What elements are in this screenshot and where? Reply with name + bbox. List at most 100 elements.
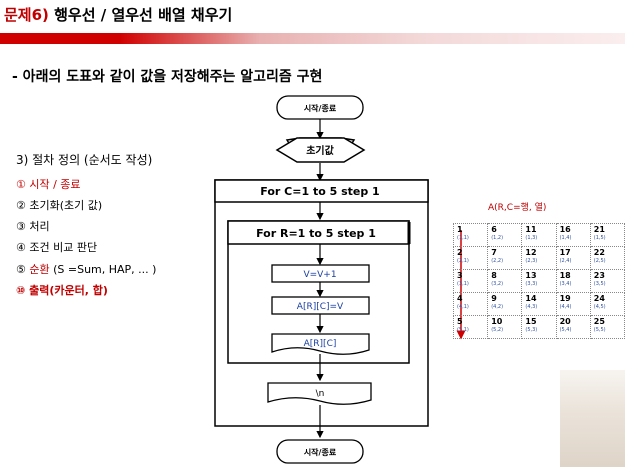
matrix-cell-value: 16 — [559, 225, 571, 234]
matrix-cell: 21(1,5) — [589, 223, 625, 247]
matrix-cell: 22(2,5) — [589, 246, 625, 270]
step-loop-prefix: ⑤ — [16, 263, 30, 276]
matrix-cell: 18(3,4) — [555, 269, 591, 293]
matrix-cell-index: (1,4) — [559, 235, 572, 241]
matrix-cell-index: (1,1) — [457, 235, 469, 241]
matrix-cell: 12(2,3) — [521, 246, 557, 270]
matrix-table: 1(1,1)6(1,2)11(1,3)16(1,4)21(1,5)2(2,1)7… — [452, 223, 625, 339]
matrix-cell-index: (1,3) — [525, 235, 538, 241]
matrix-cell: 13(3,3) — [521, 269, 557, 293]
matrix-cell-value: 12 — [525, 248, 537, 257]
newline-document — [267, 382, 372, 405]
matrix-cell-value: 6 — [491, 225, 497, 234]
matrix-row: 1(1,1)6(1,2)11(1,3)16(1,4)21(1,5) — [452, 223, 625, 247]
newline-label: \n — [316, 389, 325, 399]
matrix-cell: 16(1,4) — [555, 223, 591, 247]
matrix-cell: 7(2,2) — [487, 246, 523, 270]
matrix-cell-value: 25 — [593, 317, 605, 326]
matrix-cell: 6(1,2) — [487, 223, 523, 247]
matrix-cell-index: (5,3) — [525, 327, 538, 333]
output-document — [271, 333, 370, 355]
matrix-cell-value: 14 — [525, 294, 537, 303]
assign-label: A[R][C]=V — [297, 302, 344, 312]
matrix-cell-value: 18 — [559, 271, 571, 280]
step-start-end: ① 시작 / 종료 — [16, 178, 81, 191]
matrix-cell: 24(4,5) — [589, 292, 625, 316]
matrix-cell-index: (5,4) — [559, 327, 572, 333]
step-condition: ④ 조건 비교 판단 — [16, 241, 98, 254]
building-image — [560, 370, 625, 467]
matrix-row: 5(5,1)10(5,2)15(5,3)20(5,4)25(5,5) — [452, 315, 625, 339]
matrix-cell: 5(5,1) — [452, 315, 489, 339]
init-label: 초기값 — [306, 144, 334, 157]
matrix-cell: 10(5,2) — [487, 315, 523, 339]
matrix-cell: 20(5,4) — [555, 315, 591, 339]
matrix-cell-index: (2,1) — [457, 258, 469, 264]
matrix-cell: 1(1,1) — [452, 223, 489, 247]
slide-title: 문제6) 행우선 / 열우선 배열 채우기 — [4, 4, 232, 25]
matrix-cell-index: (5,2) — [491, 327, 504, 333]
subtitle: - 아래의 도표와 같이 값을 저장해주는 알고리즘 구현 — [12, 69, 323, 85]
matrix-cell-value: 3 — [457, 271, 463, 280]
matrix-cell-value: 23 — [593, 271, 605, 280]
matrix-cell-index: (3,2) — [491, 281, 504, 287]
end-label: 시작/종료 — [304, 447, 337, 457]
matrix-cell-index: (5,1) — [457, 327, 469, 333]
matrix-cell-index: (2,2) — [491, 258, 504, 264]
matrix-cell-index: (1,5) — [593, 235, 606, 241]
matrix-cell-index: (5,5) — [593, 327, 606, 333]
matrix-cell-value: 4 — [457, 294, 463, 303]
matrix-cell-value: 15 — [525, 317, 537, 326]
outer-loop-label: For C=1 to 5 step 1 — [260, 185, 379, 198]
matrix-cell: 9(4,2) — [487, 292, 523, 316]
matrix-cell-value: 2 — [457, 248, 463, 257]
matrix-cell: 11(1,3) — [521, 223, 557, 247]
matrix-cell: 3(3,1) — [452, 269, 489, 293]
title-text: 행우선 / 열우선 배열 채우기 — [48, 6, 233, 24]
matrix-cell: 14(4,3) — [521, 292, 557, 316]
init-shape — [275, 137, 366, 163]
matrix-cell-index: (4,5) — [593, 304, 606, 310]
matrix-cell: 19(4,4) — [555, 292, 591, 316]
matrix-cell-value: 13 — [525, 271, 537, 280]
matrix-cell-index: (3,5) — [593, 281, 606, 287]
output-label: A[R][C] — [304, 339, 337, 349]
matrix-cell: 15(5,3) — [521, 315, 557, 339]
matrix-cell-index: (2,3) — [525, 258, 538, 264]
matrix-cell-index: (3,4) — [559, 281, 572, 287]
matrix-cell: 8(3,2) — [487, 269, 523, 293]
matrix-row: 3(3,1)8(3,2)13(3,3)18(3,4)23(3,5) — [452, 269, 625, 293]
step-loop-rest: (S =Sum, HAP, ... ) — [49, 263, 157, 276]
matrix-cell-value: 11 — [525, 225, 537, 234]
matrix-cell: 23(3,5) — [589, 269, 625, 293]
matrix-cell-value: 19 — [559, 294, 571, 303]
process-label: V=V+1 — [303, 270, 336, 280]
matrix-cell-index: (2,4) — [559, 258, 572, 264]
step-loop: ⑤ 순환 (S =Sum, HAP, ... ) — [16, 261, 156, 277]
matrix-cell-value: 7 — [491, 248, 497, 257]
outer-loop-header — [214, 179, 429, 203]
start-label: 시작/종료 — [304, 103, 337, 113]
matrix-cell-value: 20 — [559, 317, 571, 326]
matrix-cell-value: 21 — [593, 225, 605, 234]
matrix-cell: 4(4,1) — [452, 292, 489, 316]
end-terminal — [276, 439, 364, 464]
matrix-cell: 2(2,1) — [452, 246, 489, 270]
matrix-cell-index: (4,3) — [525, 304, 538, 310]
matrix-cell-value: 10 — [491, 317, 503, 326]
matrix-cell-value: 17 — [559, 248, 571, 257]
assign-box — [271, 296, 370, 315]
matrix-cell-value: 24 — [593, 294, 605, 303]
step-init: ② 초기화(초기 값) — [16, 199, 103, 212]
matrix-cell-index: (4,4) — [559, 304, 572, 310]
process-box — [271, 264, 370, 283]
matrix-row: 2(2,1)7(2,2)12(2,3)17(2,4)22(2,5) — [452, 246, 625, 270]
step-process: ③ 처리 — [16, 220, 50, 233]
step-loop-red: 순환 — [29, 263, 50, 276]
title-rule — [0, 33, 625, 44]
matrix-cell: 25(5,5) — [589, 315, 625, 339]
matrix-cell-value: 8 — [491, 271, 497, 280]
matrix-cell-index: (3,1) — [457, 281, 469, 287]
steps-heading: 3) 절차 정의 (순서도 작성) — [16, 153, 153, 167]
